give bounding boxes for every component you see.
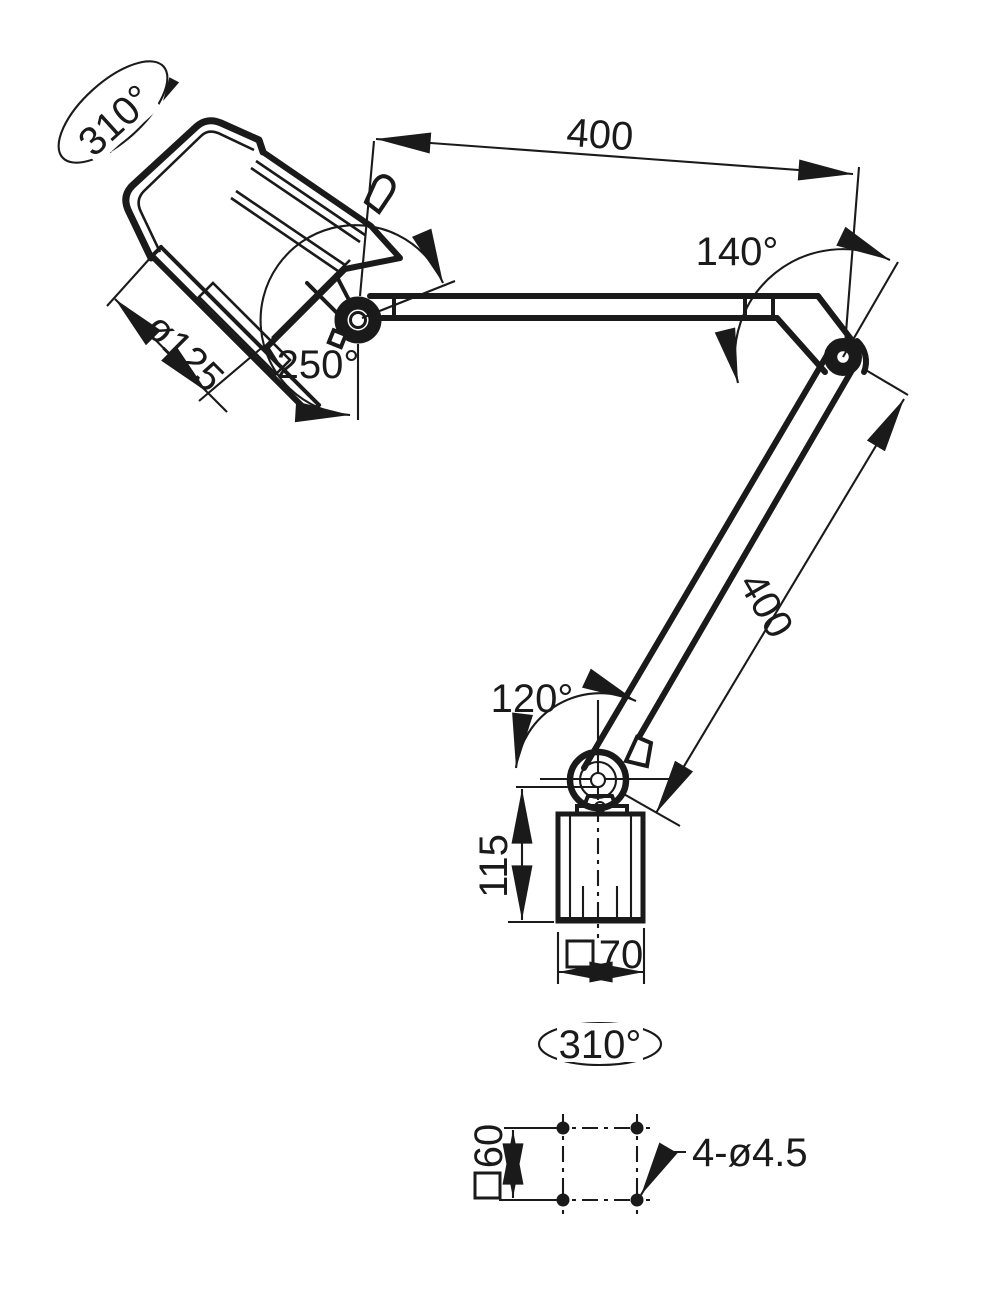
extension-line	[863, 368, 909, 396]
base-joint-pin	[589, 771, 607, 789]
mount-hole	[630, 1193, 644, 1207]
label-backdrop	[68, 75, 162, 165]
head-front-rim-inner	[159, 245, 321, 407]
upper-arm-length-label: 400	[565, 111, 635, 160]
swivel-arc	[57, 60, 169, 164]
mount-hole	[556, 1121, 570, 1135]
dimension-line-tail	[206, 391, 228, 413]
lower-arm	[581, 338, 869, 771]
rim-cap	[150, 245, 163, 258]
lower-arm-right-edge	[636, 362, 858, 740]
extension-line	[621, 792, 681, 827]
base-width-label: 70	[599, 933, 644, 977]
label-backdrop	[557, 1023, 643, 1062]
dimension-line-upper-arm	[375, 132, 854, 181]
extension-line	[106, 255, 153, 307]
angle-reference-line	[361, 280, 456, 319]
rim-lip-step	[265, 345, 279, 365]
mounting-pattern-detail: 60 4-ø4.5	[467, 1114, 808, 1214]
head-hood-inner-line	[137, 130, 255, 253]
leader-line	[640, 1142, 686, 1196]
square-symbol	[473, 1171, 502, 1200]
rotation-arrow-icon	[163, 77, 180, 101]
mount-holes-label: 4-ø4.5	[692, 1131, 808, 1175]
drum-band-line	[230, 196, 339, 273]
lower-arm-length-label: 400	[730, 566, 801, 646]
mount-hole	[556, 1193, 570, 1207]
extension-line	[843, 166, 861, 346]
dimensions: 400 140° 250° ø125 400 120° 115	[106, 111, 909, 984]
head-pivot-angle-label: 250°	[277, 343, 360, 387]
base-rotation-indicator: 310°	[537, 1021, 663, 1067]
upper-arm-bottom-elbow-edge	[774, 315, 828, 375]
head-swivel-angle-label: 310°	[70, 77, 161, 165]
base-assembly	[540, 700, 683, 938]
mount-hole	[630, 1121, 644, 1135]
elbow-angle-label: 140°	[696, 230, 779, 274]
lower-arm-end-flap	[623, 734, 654, 769]
base-body	[555, 811, 646, 924]
elbow-angle-arc	[714, 226, 891, 384]
upper-arm	[367, 293, 860, 375]
extension-line	[198, 344, 266, 402]
dimension-line-head-diameter	[114, 298, 208, 393]
drum-band-line	[255, 159, 366, 237]
head-joint-pin	[349, 311, 367, 329]
base-height-label: 115	[472, 834, 516, 898]
base-pivot-angle-arc	[512, 668, 637, 769]
dimension-line-lower-arm	[655, 398, 905, 814]
base-rotation-angle-label: 310°	[559, 1023, 642, 1067]
head-pivot-angle-arc	[259, 224, 444, 423]
square-symbol	[565, 939, 595, 969]
head-front-rim-outer	[149, 253, 313, 417]
head-neck-line	[334, 273, 352, 304]
base-pivot-angle-label: 120°	[491, 677, 574, 721]
mount-hole-spacing-label: 60	[467, 1124, 511, 1169]
head-hood-outline	[122, 117, 267, 262]
